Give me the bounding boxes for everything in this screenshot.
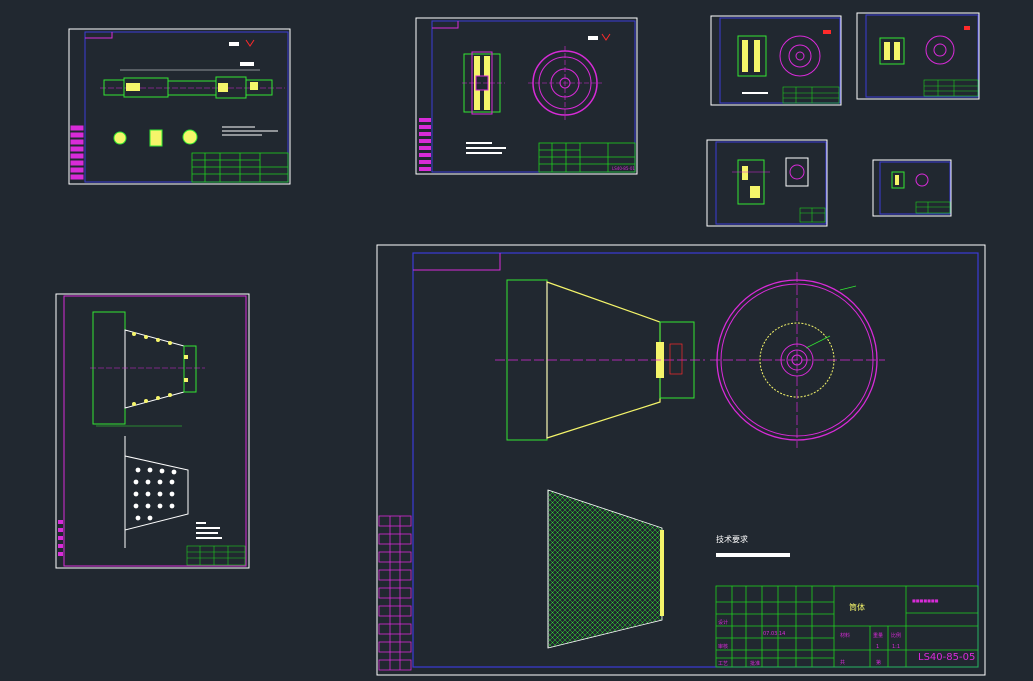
cell-sheet-total: 共 <box>840 659 845 666</box>
cone-flat-pattern-view <box>124 436 189 548</box>
inner-frame <box>84 31 289 183</box>
bracket-section-view <box>732 159 770 205</box>
cell-sheet-index: 第 <box>876 659 881 666</box>
company-name: ■■■■■■■ <box>912 598 939 603</box>
sheet-border <box>55 293 250 569</box>
sprocket-section-view <box>737 35 767 77</box>
part-section-view <box>891 171 905 189</box>
sheet-border <box>68 28 291 185</box>
title-block <box>782 86 840 104</box>
inner-frame <box>715 141 827 225</box>
wheel-section-view <box>462 51 505 115</box>
cell-check: 审核 <box>718 643 728 650</box>
title-block <box>191 152 289 183</box>
shaft-main-view <box>100 62 285 99</box>
scale-value: 1:1 <box>892 644 900 650</box>
sheet-shaft-drawing[interactable] <box>68 28 291 185</box>
date-text: 07.03.14 <box>763 631 785 637</box>
part-front-view <box>915 173 929 187</box>
roughness-mark <box>245 39 255 47</box>
sheet-count: 1 <box>876 644 879 650</box>
left-margin-stamps <box>378 515 412 671</box>
cylinder-front-view <box>710 272 885 448</box>
sheet-border <box>415 17 638 175</box>
cone-assembly-view <box>90 311 205 427</box>
drawing-number: LS40-85-05 <box>918 652 975 663</box>
left-margin-stamps <box>70 125 84 180</box>
sheet-small-part-drawing[interactable] <box>872 159 952 217</box>
bracket-front-view <box>785 157 809 187</box>
left-margin-stamps <box>58 520 63 556</box>
sheet-border <box>710 15 842 106</box>
wheel-front-view <box>528 46 602 120</box>
roughness-mark <box>601 33 611 41</box>
cylinder-side-view <box>495 279 705 441</box>
sheet-bracket-drawing[interactable] <box>706 139 828 227</box>
technical-requirements-text <box>716 553 790 557</box>
cell-weight: 重量 <box>873 632 883 639</box>
roughness-symbol <box>588 36 598 40</box>
cell-design: 设计 <box>718 619 728 626</box>
part-name: 筒体 <box>849 602 865 612</box>
sheet-border <box>376 244 986 676</box>
sheet-border <box>856 12 980 100</box>
inner-frame <box>63 295 247 567</box>
inner-frame <box>719 17 841 104</box>
frame-corner-mark <box>85 32 113 39</box>
gear-front-view <box>925 35 955 65</box>
roughness-mark <box>823 30 831 34</box>
drawing-number: LS40-85-01 <box>612 166 635 171</box>
sheet-sprocket-drawing[interactable] <box>710 15 842 106</box>
shaft-section-views <box>113 126 278 147</box>
inner-frame <box>431 20 636 173</box>
gear-section-view <box>879 37 905 65</box>
wheel-notes <box>466 142 506 154</box>
title-block <box>923 79 979 97</box>
title-block <box>799 207 826 223</box>
left-margin-stamps <box>419 118 431 171</box>
cell-approve: 批准 <box>750 660 760 667</box>
roughness-symbol <box>229 42 239 46</box>
frame-corner-mark <box>413 253 501 271</box>
inner-frame <box>879 161 951 215</box>
sheet-wheel-drawing[interactable]: LS40-85-01 <box>415 17 638 175</box>
cylinder-perforated-shell-view <box>547 489 664 649</box>
title-block <box>915 201 951 214</box>
technical-requirements-heading: 技术要求 <box>716 534 748 544</box>
sheet-border <box>872 159 952 217</box>
title-block: 筒体 ■■■■■■■ 设计 审核 工艺 批准 07.03.14 材料 重量 比例… <box>715 585 979 668</box>
notes <box>742 92 768 94</box>
cone-notes <box>196 522 222 539</box>
sprocket-front-view <box>779 35 821 77</box>
cell-scale: 比例 <box>891 632 901 639</box>
sheet-main-cylinder-drawing[interactable]: 技术要求 <box>376 244 986 676</box>
inner-frame <box>865 14 979 98</box>
sheet-gear-drawing[interactable] <box>856 12 980 100</box>
title-block <box>186 545 246 566</box>
sheet-cone-development-drawing[interactable] <box>55 293 250 569</box>
sheet-border <box>706 139 828 227</box>
section-hatch <box>895 175 899 185</box>
cell-process: 工艺 <box>718 661 728 667</box>
inner-frame <box>412 252 979 668</box>
roughness-mark <box>964 26 970 30</box>
frame-corner-mark <box>432 21 459 29</box>
cell-material: 材料 <box>840 632 850 639</box>
title-block <box>538 142 636 173</box>
